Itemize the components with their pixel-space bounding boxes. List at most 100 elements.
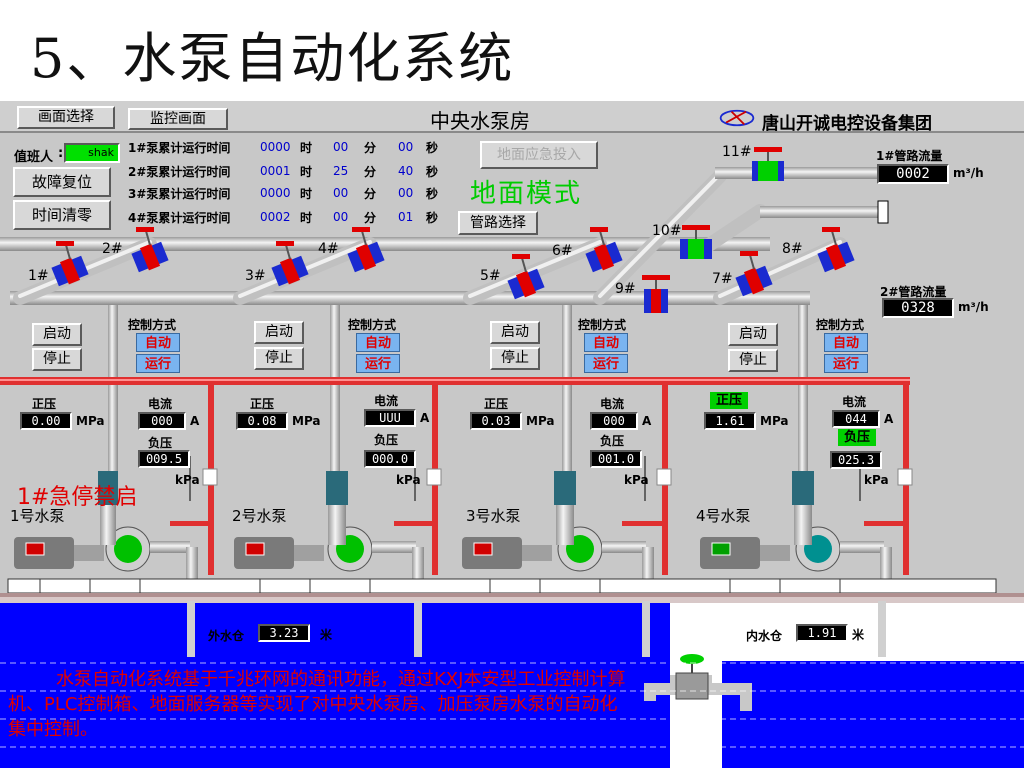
outer-tank-water <box>0 601 670 768</box>
pump4-run-indicator[interactable]: 运行 <box>824 354 868 373</box>
screen-select-button[interactable]: 画面选择 <box>17 106 115 129</box>
pump4-stop-button[interactable]: 停止 <box>728 349 778 372</box>
runtime-seconds: 40 <box>398 164 414 178</box>
company-logo-icon <box>719 109 755 127</box>
pump2-neg-unit: kPa <box>396 473 421 487</box>
runtime-hours: 0002 <box>260 210 291 224</box>
unit-hour: 时 <box>300 187 313 201</box>
runtime-hours: 0000 <box>260 140 291 154</box>
pump3-cur-label: 电流 <box>600 397 625 411</box>
pump1-pos-unit: MPa <box>76 414 105 428</box>
runtime-seconds: 01 <box>398 210 414 224</box>
pump3-stop-button[interactable]: 停止 <box>490 347 540 370</box>
valve-label-6: 6# <box>552 243 573 259</box>
valve-label-1: 1# <box>28 268 49 284</box>
pump4-start-button[interactable]: 启动 <box>728 323 778 346</box>
valve-label-11: 11# <box>722 144 752 160</box>
pump2-run-indicator[interactable]: 运行 <box>356 354 400 373</box>
pump2-pos-label: 正压 <box>250 397 275 411</box>
pump1-neg-unit: kPa <box>175 473 200 487</box>
slide-title: 5、水泵自动化系统 <box>30 27 515 90</box>
pipe-select-button[interactable]: 管路选择 <box>458 211 538 235</box>
flow2-label: 2#管路流量 <box>880 285 947 299</box>
operator-field[interactable]: shak <box>64 143 120 163</box>
pump3-neg-unit: kPa <box>624 473 649 487</box>
pump4-pos-unit: MPa <box>760 414 789 428</box>
pump1-cur-display: 000 <box>138 412 186 430</box>
hmi-screen: 画面选择 监控画面 中央水泵房 唐山开诚电控设备集团 值班人 : shak 故障… <box>0 101 1024 768</box>
unit-hour: 时 <box>300 141 313 155</box>
pump1-cur-label: 电流 <box>148 397 173 411</box>
runtime-minutes: 25 <box>333 164 349 178</box>
emergency-ground-button[interactable]: 地面应急投入 <box>480 141 598 169</box>
runtime-label: 4#泵累计运行时间 <box>128 211 231 225</box>
pump4-pos-display: 1.61 <box>704 412 756 430</box>
pump4-neg-display: 025.3 <box>830 451 882 469</box>
runtime-seconds: 00 <box>398 186 414 200</box>
valve-label-10: 10# <box>652 223 682 239</box>
description-text: 水泵自动化系统基于千兆环网的通讯功能，通过KXJ本安型工业控制计算机、PLC控制… <box>8 669 626 740</box>
pump2-auto-indicator[interactable]: 自动 <box>356 333 400 352</box>
pump2-stop-button[interactable]: 停止 <box>254 347 304 370</box>
mode-indicator: 地面模式 <box>470 179 583 209</box>
pump1-start-button[interactable]: 启动 <box>32 323 82 346</box>
pump3-pos-display: 0.03 <box>470 412 522 430</box>
unit-min: 分 <box>364 211 377 225</box>
pump1-stop-button[interactable]: 停止 <box>32 348 82 371</box>
unit-sec: 秒 <box>426 211 439 225</box>
fault-reset-button[interactable]: 故障复位 <box>13 167 111 197</box>
unit-sec: 秒 <box>426 187 439 201</box>
pump3-cur-display: 000 <box>590 412 638 430</box>
pump1-run-indicator[interactable]: 运行 <box>136 354 180 373</box>
pump-unit-4 <box>700 471 892 587</box>
unit-min: 分 <box>364 187 377 201</box>
monitor-screen-button[interactable]: 监控画面 <box>128 108 228 130</box>
pump2-neg-display: 000.0 <box>364 450 416 468</box>
flow1-label: 1#管路流量 <box>876 149 943 163</box>
pump2-pos-unit: MPa <box>292 414 321 428</box>
runtime-minutes: 00 <box>333 186 349 200</box>
pump4-cur-unit: A <box>884 412 894 426</box>
pump3-start-button[interactable]: 启动 <box>490 321 540 344</box>
inner-tank-air <box>722 601 1024 661</box>
runtime-label: 1#泵累计运行时间 <box>128 141 231 155</box>
pump2-cur-label: 电流 <box>374 394 399 408</box>
pump2-start-button[interactable]: 启动 <box>254 321 304 344</box>
operator-label: 值班人 <box>14 150 54 165</box>
runtime-hours: 0000 <box>260 186 291 200</box>
pump2-cur-unit: A <box>420 411 430 425</box>
pump4-neg-unit: kPa <box>864 473 889 487</box>
time-clear-button[interactable]: 时间清零 <box>13 200 111 230</box>
pump3-neg-label: 负压 <box>600 434 625 448</box>
valve-label-5: 5# <box>480 268 501 284</box>
pump4-auto-indicator[interactable]: 自动 <box>824 333 868 352</box>
runtime-minutes: 00 <box>333 210 349 224</box>
pump4-neg-label: 负压 <box>838 429 876 446</box>
pump3-run-indicator[interactable]: 运行 <box>584 354 628 373</box>
flow1-unit: m³/h <box>953 166 984 180</box>
pump3-name: 3号水泵 <box>466 507 521 525</box>
pump3-neg-display: 001.0 <box>590 450 642 468</box>
pump-unit-2 <box>234 471 424 587</box>
valve-label-3: 3# <box>245 268 266 284</box>
valve-label-2: 2# <box>102 241 123 257</box>
unit-min: 分 <box>364 165 377 179</box>
runtime-label: 2#泵累计运行时间 <box>128 165 231 179</box>
valve-label-9: 9# <box>615 281 636 297</box>
pump1-cur-unit: A <box>190 414 200 428</box>
pump4-cur-label: 电流 <box>842 395 867 409</box>
pump2-ctrl-label: 控制方式 <box>348 318 397 332</box>
valve-label-4: 4# <box>318 241 339 257</box>
pump2-cur-display: UUU <box>364 409 416 427</box>
pump3-pos-label: 正压 <box>484 397 509 411</box>
outer-tank-label: 外水仓 <box>208 629 245 643</box>
pump3-auto-indicator[interactable]: 自动 <box>584 333 628 352</box>
runtime-minutes: 00 <box>333 140 349 154</box>
valve-label-7: 7# <box>712 271 733 287</box>
pump1-auto-indicator[interactable]: 自动 <box>136 333 180 352</box>
valve-group <box>51 147 855 313</box>
tank-details <box>0 597 1024 768</box>
runtime-label: 3#泵累计运行时间 <box>128 187 231 201</box>
inner-tank-unit: 米 <box>852 628 865 642</box>
pump1-name: 1号水泵 <box>10 507 65 525</box>
